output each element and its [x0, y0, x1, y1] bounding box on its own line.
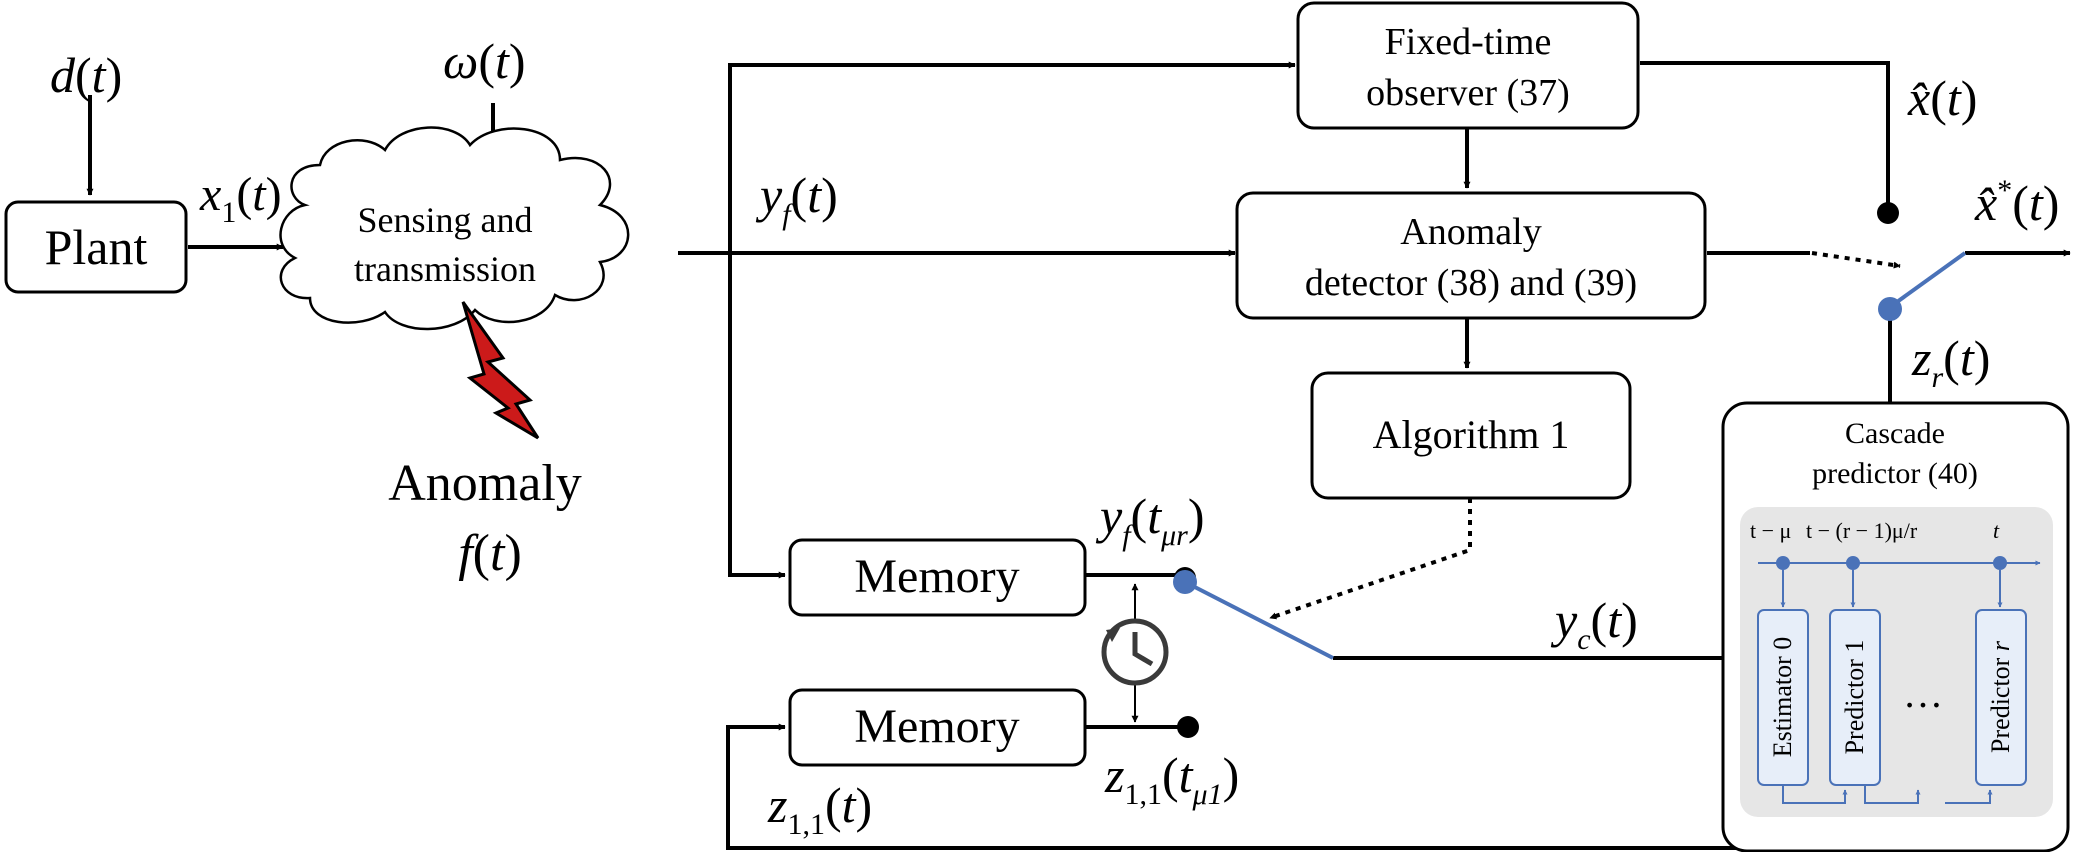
detector-block: Anomaly detector (38) and (39)	[1235, 191, 1707, 320]
detector-label-line2: detector (38) and (39)	[1305, 262, 1637, 304]
predictor1-label: Predictor 1	[1840, 640, 1869, 755]
label-yc-of-t: yc(t)	[1550, 592, 1638, 656]
observer-box	[1296, 1, 1640, 130]
predictor-r-label: Predictor r	[1986, 640, 2015, 753]
predictor1-box	[1829, 609, 1881, 786]
detector-box	[1235, 191, 1707, 320]
timeline-point-2	[1846, 556, 1860, 570]
anomaly-label: Anomaly	[388, 455, 582, 512]
cloud-label-line1: Sensing and	[358, 200, 533, 240]
observer-block: Fixed-time observer (37)	[1296, 1, 1640, 130]
timeline-tick3-label: t	[1993, 518, 2000, 543]
label-yf-of-t-mu-r: yf(tμr)	[1095, 488, 1205, 552]
label-z11-of-t: z1,1(t)	[767, 777, 872, 841]
algorithm-block: Algorithm 1	[1310, 371, 1632, 500]
predictor-r-box	[1975, 609, 2027, 786]
algorithm-label: Algorithm 1	[1373, 412, 1570, 457]
algorithm-box	[1310, 371, 1632, 500]
memory1-block: Memory	[788, 538, 1087, 617]
label-zr-of-t: zr(t)	[1911, 330, 1990, 394]
timeline-point-1	[1776, 556, 1790, 570]
label-z11-of-t-mu-1: z1,1(tμ1)	[1104, 747, 1239, 811]
xhat-line	[1640, 61, 1890, 213]
connections	[86, 61, 2071, 850]
cloud-shape	[279, 126, 630, 331]
clock-icon	[1101, 618, 1169, 686]
yf-to-memory-arrow	[728, 253, 786, 579]
cloud-label-line2: transmission	[354, 249, 536, 289]
chain-arrow-dots-r	[1945, 789, 1993, 804]
label-x1-of-t: x1(t)	[199, 168, 282, 229]
clock-hands	[1132, 632, 1154, 667]
sensing-cloud: Sensing and transmission	[279, 126, 630, 331]
lightning-bolt-icon	[461, 301, 540, 440]
label-xhat-star-of-t: x̂*(t)	[1974, 174, 2059, 231]
timeline-tick1-label: t − μ	[1750, 518, 1791, 543]
memory2-label: Memory	[854, 700, 1019, 753]
plant-label: Plant	[45, 219, 148, 275]
plant-box	[4, 200, 188, 294]
ellipsis: …	[1903, 671, 1943, 716]
output-switch-blade	[1888, 251, 1967, 309]
timeline-point-3	[1993, 556, 2007, 570]
chain-arrow-0-1	[1782, 785, 1848, 804]
algorithm-dotted-arrow	[1269, 498, 1472, 620]
chain-arrow-1-dots	[1864, 785, 1921, 804]
switches	[1173, 202, 1967, 738]
math-labels: d(t) x1(t) ω(t) yf(t) x̂(t) x̂*(t) zr(t)…	[50, 33, 2059, 841]
cascade-inner-panel	[1740, 507, 2053, 817]
memory2-terminal	[1177, 716, 1199, 738]
observer-label-line2: observer (37)	[1366, 72, 1570, 114]
clock-arrow	[1106, 628, 1120, 642]
label-omega-of-t: ω(t)	[443, 33, 526, 89]
observer-label-line1: Fixed-time	[1385, 21, 1552, 63]
cascade-label-line2: predictor (40)	[1812, 457, 1978, 490]
yf-to-observer-arrow	[728, 61, 1296, 253]
label-yf-of-t: yf(t)	[755, 167, 838, 231]
timeline-tick2-label: t − (r − 1)μ/r	[1806, 518, 1918, 543]
memory1-label: Memory	[854, 550, 1019, 603]
cascade-label-line1: Cascade	[1845, 417, 1945, 450]
label-xhat-of-t: x̂(t)	[1907, 70, 1977, 126]
cascade-predictor: Cascade predictor (40) t − μ t − (r − 1)…	[1721, 401, 2070, 852]
anomaly-f-of-t: f(t)	[458, 525, 522, 582]
detector-label-line1: Anomaly	[1400, 211, 1541, 253]
memory1-box	[788, 538, 1087, 617]
memory2-block: Memory	[788, 688, 1087, 767]
plant-block: Plant	[4, 200, 188, 294]
label-d-of-t: d(t)	[50, 47, 122, 103]
memory2-box	[788, 688, 1087, 767]
input-switch-blade	[1184, 580, 1334, 660]
output-switch-pivot	[1878, 297, 1902, 321]
xhat-terminal	[1877, 202, 1899, 224]
input-switch-pivot	[1173, 570, 1197, 594]
estimator0-label: Estimator 0	[1768, 637, 1797, 758]
detector-dotted-arrow	[1811, 251, 1901, 269]
